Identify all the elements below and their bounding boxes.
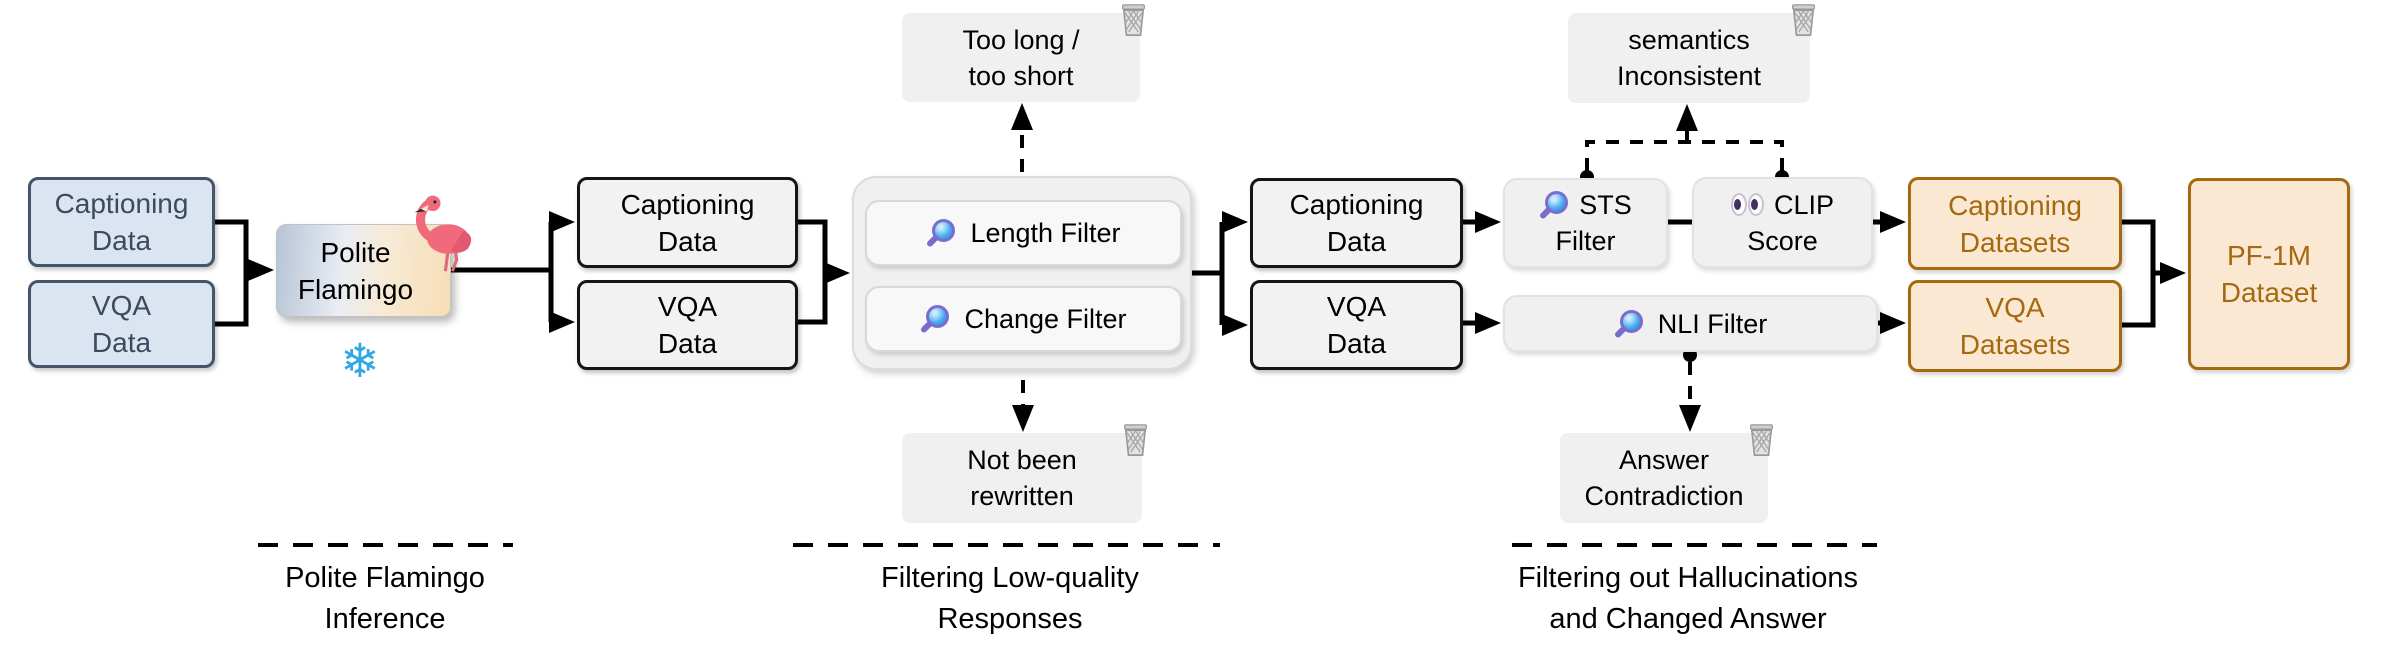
filter-label: Change Filter bbox=[964, 303, 1127, 334]
magnifier-icon bbox=[926, 218, 956, 248]
discard-line: Answer bbox=[1618, 445, 1710, 475]
discard-too-long-too-short: Too long / too short bbox=[902, 4, 1145, 102]
captioning-data-box-stage3: Captioning Data bbox=[1250, 178, 1463, 268]
box-line: Flamingo bbox=[297, 273, 414, 305]
box-line: VQA bbox=[1985, 292, 2045, 323]
box-line: Captioning bbox=[1948, 189, 2082, 221]
box-line: Captioning bbox=[1289, 189, 1424, 220]
box-line: CLIP bbox=[1773, 189, 1835, 220]
box-line: STS bbox=[1579, 190, 1632, 220]
discard-line: Not been bbox=[967, 445, 1077, 475]
sts-filter-box: STS Filter bbox=[1503, 178, 1668, 268]
trash-icon bbox=[1792, 4, 1815, 36]
box-line: Score bbox=[1747, 225, 1818, 256]
solid-arrowheads bbox=[248, 211, 2186, 336]
discard-line: too short bbox=[968, 60, 1074, 91]
discard-line: Inconsistent bbox=[1616, 61, 1762, 91]
discard-line: Too long / bbox=[962, 24, 1080, 55]
filter-label: Length Filter bbox=[970, 217, 1121, 248]
section-label-line: Inference bbox=[324, 603, 446, 635]
discard-semantics-inconsistent: semantics Inconsistent bbox=[1568, 4, 1815, 103]
magnifier-icon bbox=[1539, 190, 1569, 220]
box-line: Captioning bbox=[54, 188, 189, 219]
trash-icon bbox=[1750, 424, 1773, 456]
captioning-datasets-box: Captioning Datasets bbox=[1908, 177, 2122, 270]
box-line: Datasets bbox=[1959, 226, 2071, 258]
change-filter-box: Change Filter bbox=[865, 286, 1182, 352]
box-line: Data bbox=[657, 328, 718, 359]
box-line: PF-1M bbox=[2227, 240, 2311, 271]
vqa-data-box-stage2: VQA Data bbox=[577, 280, 798, 370]
trash-icon bbox=[1124, 424, 1147, 456]
box-line: Polite bbox=[320, 236, 391, 268]
pf-1m-dataset-box: PF-1M Dataset bbox=[2188, 178, 2350, 370]
section-label-hallucinations: Filtering out Hallucinations and Changed… bbox=[1458, 558, 1918, 640]
clip-score-box: CLIP Score bbox=[1692, 177, 1873, 268]
nli-filter-box: NLI Filter bbox=[1503, 295, 1878, 352]
section-label-line: Filtering Low-quality bbox=[881, 562, 1139, 594]
discard-not-been-rewritten: Not been rewritten bbox=[902, 424, 1147, 523]
box-line: Datasets bbox=[1959, 329, 2071, 360]
box-line: VQA bbox=[657, 291, 718, 322]
vqa-data-box-stage3: VQA Data bbox=[1250, 280, 1463, 370]
box-line: VQA bbox=[1326, 291, 1387, 322]
polite-flamingo-model-box: Polite Flamingo bbox=[276, 224, 451, 317]
box-line: Captioning bbox=[620, 188, 755, 220]
box-line: Dataset bbox=[2220, 277, 2318, 308]
section-label-line: Filtering out Hallucinations bbox=[1517, 562, 1859, 594]
section-label-line: Polite Flamingo bbox=[285, 562, 485, 594]
flamingo-icon bbox=[414, 195, 472, 272]
magnifier-icon bbox=[920, 304, 950, 334]
captioning-data-box-stage2: Captioning Data bbox=[577, 177, 798, 268]
section-label-inference: Polite Flamingo Inference bbox=[235, 558, 535, 640]
vqa-datasets-box: VQA Datasets bbox=[1908, 280, 2122, 372]
section-label-line: and Changed Answer bbox=[1549, 603, 1827, 635]
eyes-icon bbox=[1730, 193, 1764, 216]
discard-line: rewritten bbox=[970, 481, 1074, 511]
magnifier-icon bbox=[1614, 309, 1644, 339]
discard-answer-contradiction: Answer Contradiction bbox=[1560, 424, 1773, 523]
box-line: VQA bbox=[91, 290, 152, 321]
box-line: Data bbox=[1326, 328, 1387, 359]
captioning-data-box-input: Captioning Data bbox=[28, 177, 215, 267]
section-label-line: Responses bbox=[937, 603, 1083, 635]
length-filter-box: Length Filter bbox=[865, 200, 1182, 266]
vqa-data-box-input: VQA Data bbox=[28, 280, 215, 368]
box-line: Data bbox=[91, 225, 152, 256]
snowflake-frozen-icon: ❄ bbox=[340, 334, 380, 389]
discard-line: semantics bbox=[1628, 25, 1750, 55]
section-label-low-quality: Filtering Low-quality Responses bbox=[860, 558, 1160, 640]
trash-icon bbox=[1122, 4, 1145, 36]
discard-line: Contradiction bbox=[1584, 481, 1744, 511]
box-line: Filter bbox=[1555, 226, 1616, 256]
box-line: Data bbox=[657, 225, 718, 257]
box-line: Data bbox=[91, 327, 152, 358]
filter-label: NLI Filter bbox=[1657, 308, 1768, 339]
box-line: Data bbox=[1326, 226, 1387, 257]
